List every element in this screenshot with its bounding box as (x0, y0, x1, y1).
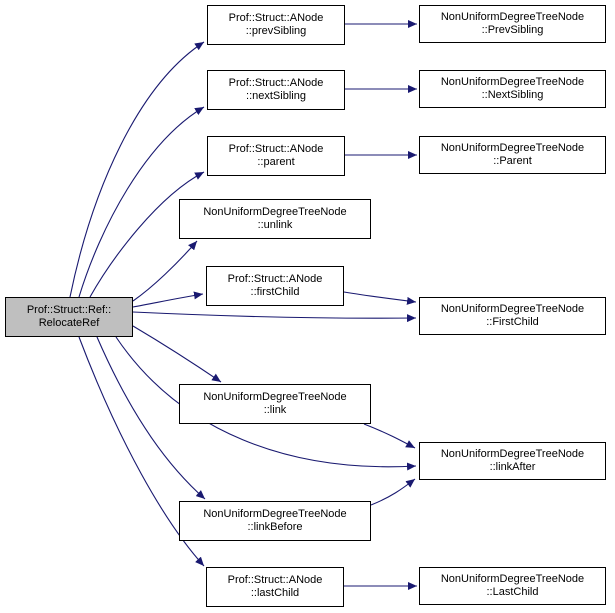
node-label-line2: ::link (263, 404, 287, 416)
node-label-line2: ::unlink (257, 219, 293, 231)
edge-relocate_ref-anode_prev_sibling (69, 41, 205, 298)
node-label-line1: NonUniformDegreeTreeNode (203, 508, 347, 520)
node-nudtn-prev-sibling[interactable]: NonUniformDegreeTreeNode ::PrevSibling (419, 5, 606, 43)
node-nudtn-parent[interactable]: NonUniformDegreeTreeNode ::Parent (419, 136, 606, 174)
node-anode-parent[interactable]: Prof::Struct::ANode ::parent (207, 136, 345, 176)
node-label-line1: NonUniformDegreeTreeNode (440, 303, 585, 315)
node-label-line1: NonUniformDegreeTreeNode (440, 76, 585, 88)
node-label-line2: ::linkAfter (489, 461, 536, 473)
node-label-line1: Prof::Struct::Ref:: (26, 304, 112, 316)
node-nudtn-next-sibling[interactable]: NonUniformDegreeTreeNode ::NextSibling (419, 70, 606, 108)
node-label-line2: ::lastChild (250, 587, 300, 599)
node-label-line1: Prof::Struct::ANode (228, 143, 324, 155)
node-label-line1: NonUniformDegreeTreeNode (440, 573, 585, 585)
node-label-line1: Prof::Struct::ANode (227, 574, 323, 586)
node-label-line2: ::nextSibling (246, 90, 306, 102)
node-anode-last-child[interactable]: Prof::Struct::ANode ::lastChild (206, 567, 344, 607)
node-label-line2: ::parent (257, 156, 295, 168)
node-label-line2: RelocateRef (38, 317, 100, 329)
edge-relocate_ref-nudtn_unlink (132, 240, 198, 302)
node-label-line2: ::NextSibling (481, 89, 544, 101)
node-label-line2: ::linkBefore (247, 521, 303, 533)
edge-relocate_ref-anode_first_child (132, 291, 204, 308)
node-label-line2: ::LastChild (486, 586, 539, 598)
node-label-line1: Prof::Struct::ANode (228, 12, 324, 24)
node-label-line1: NonUniformDegreeTreeNode (440, 448, 585, 460)
node-label-line2: ::Parent (493, 155, 532, 167)
edge-relocate_ref-nudtn_link (132, 325, 222, 383)
node-label-line1: NonUniformDegreeTreeNode (203, 391, 347, 403)
edge-anode_first_child-nudtn_first_child (343, 291, 417, 305)
node-label-line2: ::firstChild (250, 286, 300, 298)
node-label-line1: Prof::Struct::ANode (227, 273, 323, 285)
edge-relocate_ref-nudtn_first_child (132, 311, 417, 323)
node-label-line1: NonUniformDegreeTreeNode (440, 142, 585, 154)
node-nudtn-first-child[interactable]: NonUniformDegreeTreeNode ::FirstChild (419, 297, 606, 335)
edge-nudtn_link_before-nudtn_link_after (370, 478, 416, 506)
node-label-line1: Prof::Struct::ANode (228, 77, 324, 89)
node-label-line1: NonUniformDegreeTreeNode (440, 11, 585, 23)
node-label-line2: ::PrevSibling (481, 24, 544, 36)
node-relocate-ref: Prof::Struct::Ref:: RelocateRef (5, 297, 133, 337)
node-nudtn-link[interactable]: NonUniformDegreeTreeNode ::link (179, 384, 371, 424)
node-label-line2: ::FirstChild (486, 316, 539, 328)
node-nudtn-link-before[interactable]: NonUniformDegreeTreeNode ::linkBefore (179, 501, 371, 541)
node-label-line2: ::prevSibling (245, 25, 307, 37)
node-anode-first-child[interactable]: Prof::Struct::ANode ::firstChild (206, 266, 344, 306)
edge-nudtn_link-nudtn_link_after (363, 423, 416, 449)
node-anode-next-sibling[interactable]: Prof::Struct::ANode ::nextSibling (207, 70, 345, 110)
node-nudtn-link-after[interactable]: NonUniformDegreeTreeNode ::linkAfter (419, 442, 606, 480)
node-label-line1: NonUniformDegreeTreeNode (203, 206, 347, 218)
node-nudtn-last-child[interactable]: NonUniformDegreeTreeNode ::LastChild (419, 567, 606, 605)
node-nudtn-unlink[interactable]: NonUniformDegreeTreeNode ::unlink (179, 199, 371, 239)
node-anode-prev-sibling[interactable]: Prof::Struct::ANode ::prevSibling (207, 5, 345, 45)
